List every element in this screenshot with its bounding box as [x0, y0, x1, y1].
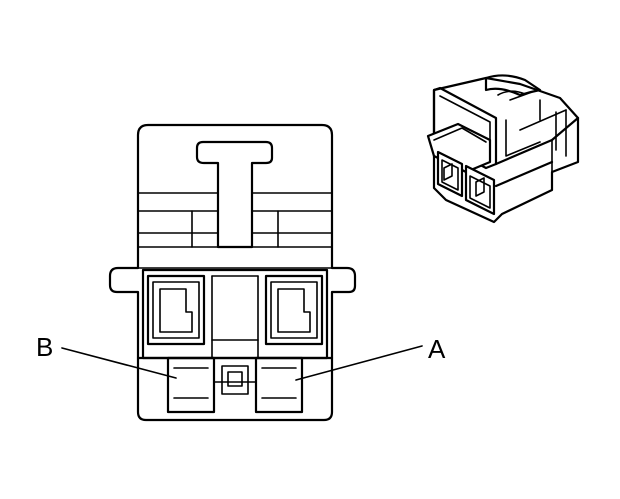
- t-key-slot: [195, 140, 274, 249]
- pin-label-b: B: [36, 332, 53, 362]
- connector-body-outline: [108, 123, 357, 422]
- connector-face-view: [108, 123, 357, 422]
- connector-isometric-view: [426, 74, 580, 224]
- pin-callouts: B A: [36, 332, 446, 381]
- bottom-latch-section: [136, 356, 334, 414]
- leader-line-b: [61, 347, 177, 379]
- terminal-cavity-a: [264, 274, 324, 346]
- body-rib-lines: [137, 192, 333, 269]
- pin-label-a: A: [428, 334, 446, 364]
- terminal-cavity-b: [146, 274, 206, 346]
- leader-line-a: [295, 345, 423, 381]
